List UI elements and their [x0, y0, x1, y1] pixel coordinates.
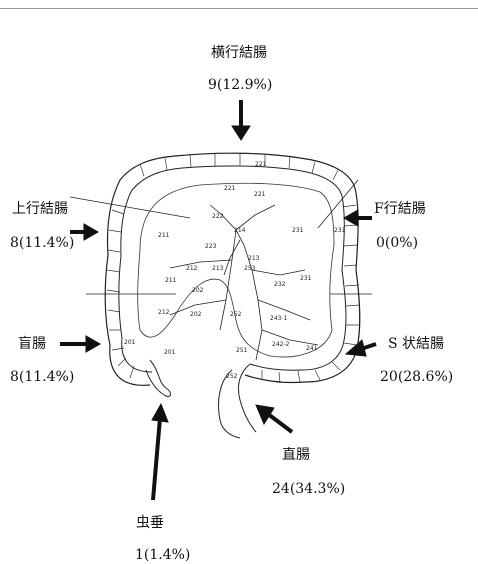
count-appendix: 1(1.4%)	[135, 546, 190, 564]
node-242-2: 242-2	[272, 341, 290, 348]
node-214: 214	[234, 227, 246, 234]
label-sigmoid-colon: S 状結腸	[388, 335, 444, 353]
appendix-outline	[146, 360, 171, 396]
node-221: 221	[255, 161, 267, 168]
count-rectum: 24(34.3%)	[272, 480, 345, 498]
node-241: 241	[306, 345, 318, 352]
count-descending-colon: 0(0%)	[376, 234, 418, 252]
label-ascending-colon: 上行結腸	[12, 200, 68, 218]
node-211: 211	[158, 232, 170, 239]
node-213: 213	[248, 255, 260, 262]
node-211: 211	[165, 277, 177, 284]
count-sigmoid-colon: 20(28.6%)	[380, 368, 453, 386]
node-223: 223	[205, 243, 217, 250]
node-231: 231	[300, 275, 312, 282]
label-appendix: 虫垂	[136, 514, 164, 532]
node-201: 201	[164, 349, 176, 356]
node-251: 251	[236, 347, 248, 354]
label-transverse-colon: 横行結腸	[211, 44, 267, 62]
node-253: 253	[244, 265, 256, 272]
node-221: 221	[224, 185, 236, 192]
colon-inner-wall	[119, 166, 346, 372]
leader-line-ascending	[70, 197, 190, 218]
node-222: 222	[212, 213, 224, 220]
node-212: 212	[158, 309, 170, 316]
node-212: 212	[186, 265, 198, 272]
count-transverse-colon: 9(12.9%)	[208, 76, 272, 94]
node-201: 201	[124, 339, 136, 346]
count-ascending-colon: 8(11.4%)	[10, 234, 74, 252]
count-cecum: 8(11.4%)	[10, 368, 74, 386]
node-243-1: 243-1	[270, 315, 288, 322]
node-202: 202	[192, 287, 204, 294]
node-221: 221	[254, 191, 266, 198]
node-231: 231	[292, 227, 304, 234]
label-rectum: 直腸	[282, 446, 310, 464]
node-252: 252	[226, 373, 238, 380]
node-213: 213	[212, 265, 224, 272]
node-231: 231	[334, 227, 346, 234]
node-202: 202	[190, 311, 202, 318]
label-descending-colon: F行結腸	[374, 200, 426, 218]
label-cecum: 盲腸	[18, 335, 46, 353]
node-252: 252	[230, 311, 242, 318]
pointer-arrows	[60, 100, 376, 500]
node-232: 232	[274, 281, 286, 288]
